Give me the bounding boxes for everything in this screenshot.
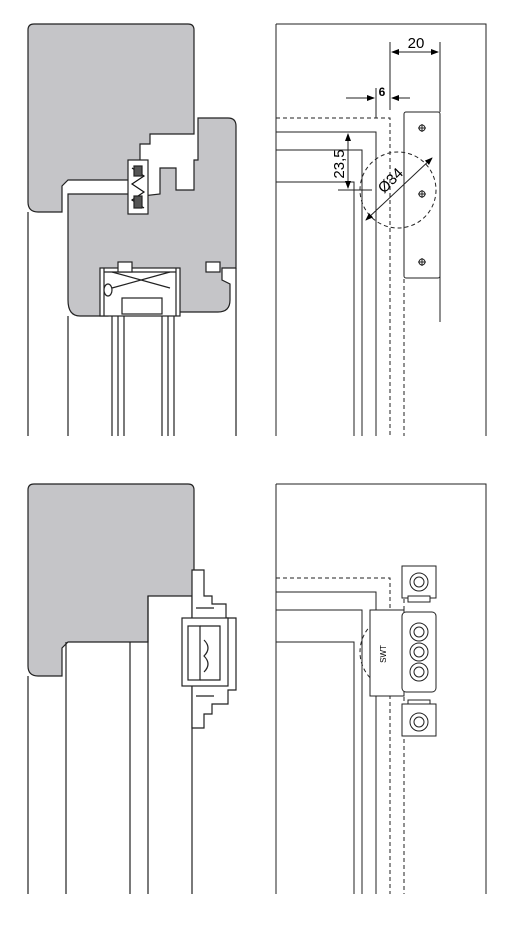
bottom-section-view — [27, 483, 237, 894]
dim-diameter-label: Ø34 — [375, 165, 407, 197]
hinge-part-label: SWT — [379, 645, 388, 663]
top-front-view — [275, 23, 487, 436]
hinge-barrel — [401, 611, 437, 693]
bottom-front-view — [275, 483, 487, 894]
hinge-body — [369, 609, 405, 697]
frame-profile — [27, 23, 195, 213]
dim-width-label: 20 — [408, 35, 425, 52]
top-section-view — [27, 23, 237, 436]
frame-profile-bottom — [27, 483, 195, 677]
dim-height-label: 23,5 — [331, 149, 348, 178]
hinge-top-plate — [401, 565, 437, 599]
dim-offset-label: 6 — [379, 85, 386, 99]
sash-profile — [67, 117, 237, 317]
